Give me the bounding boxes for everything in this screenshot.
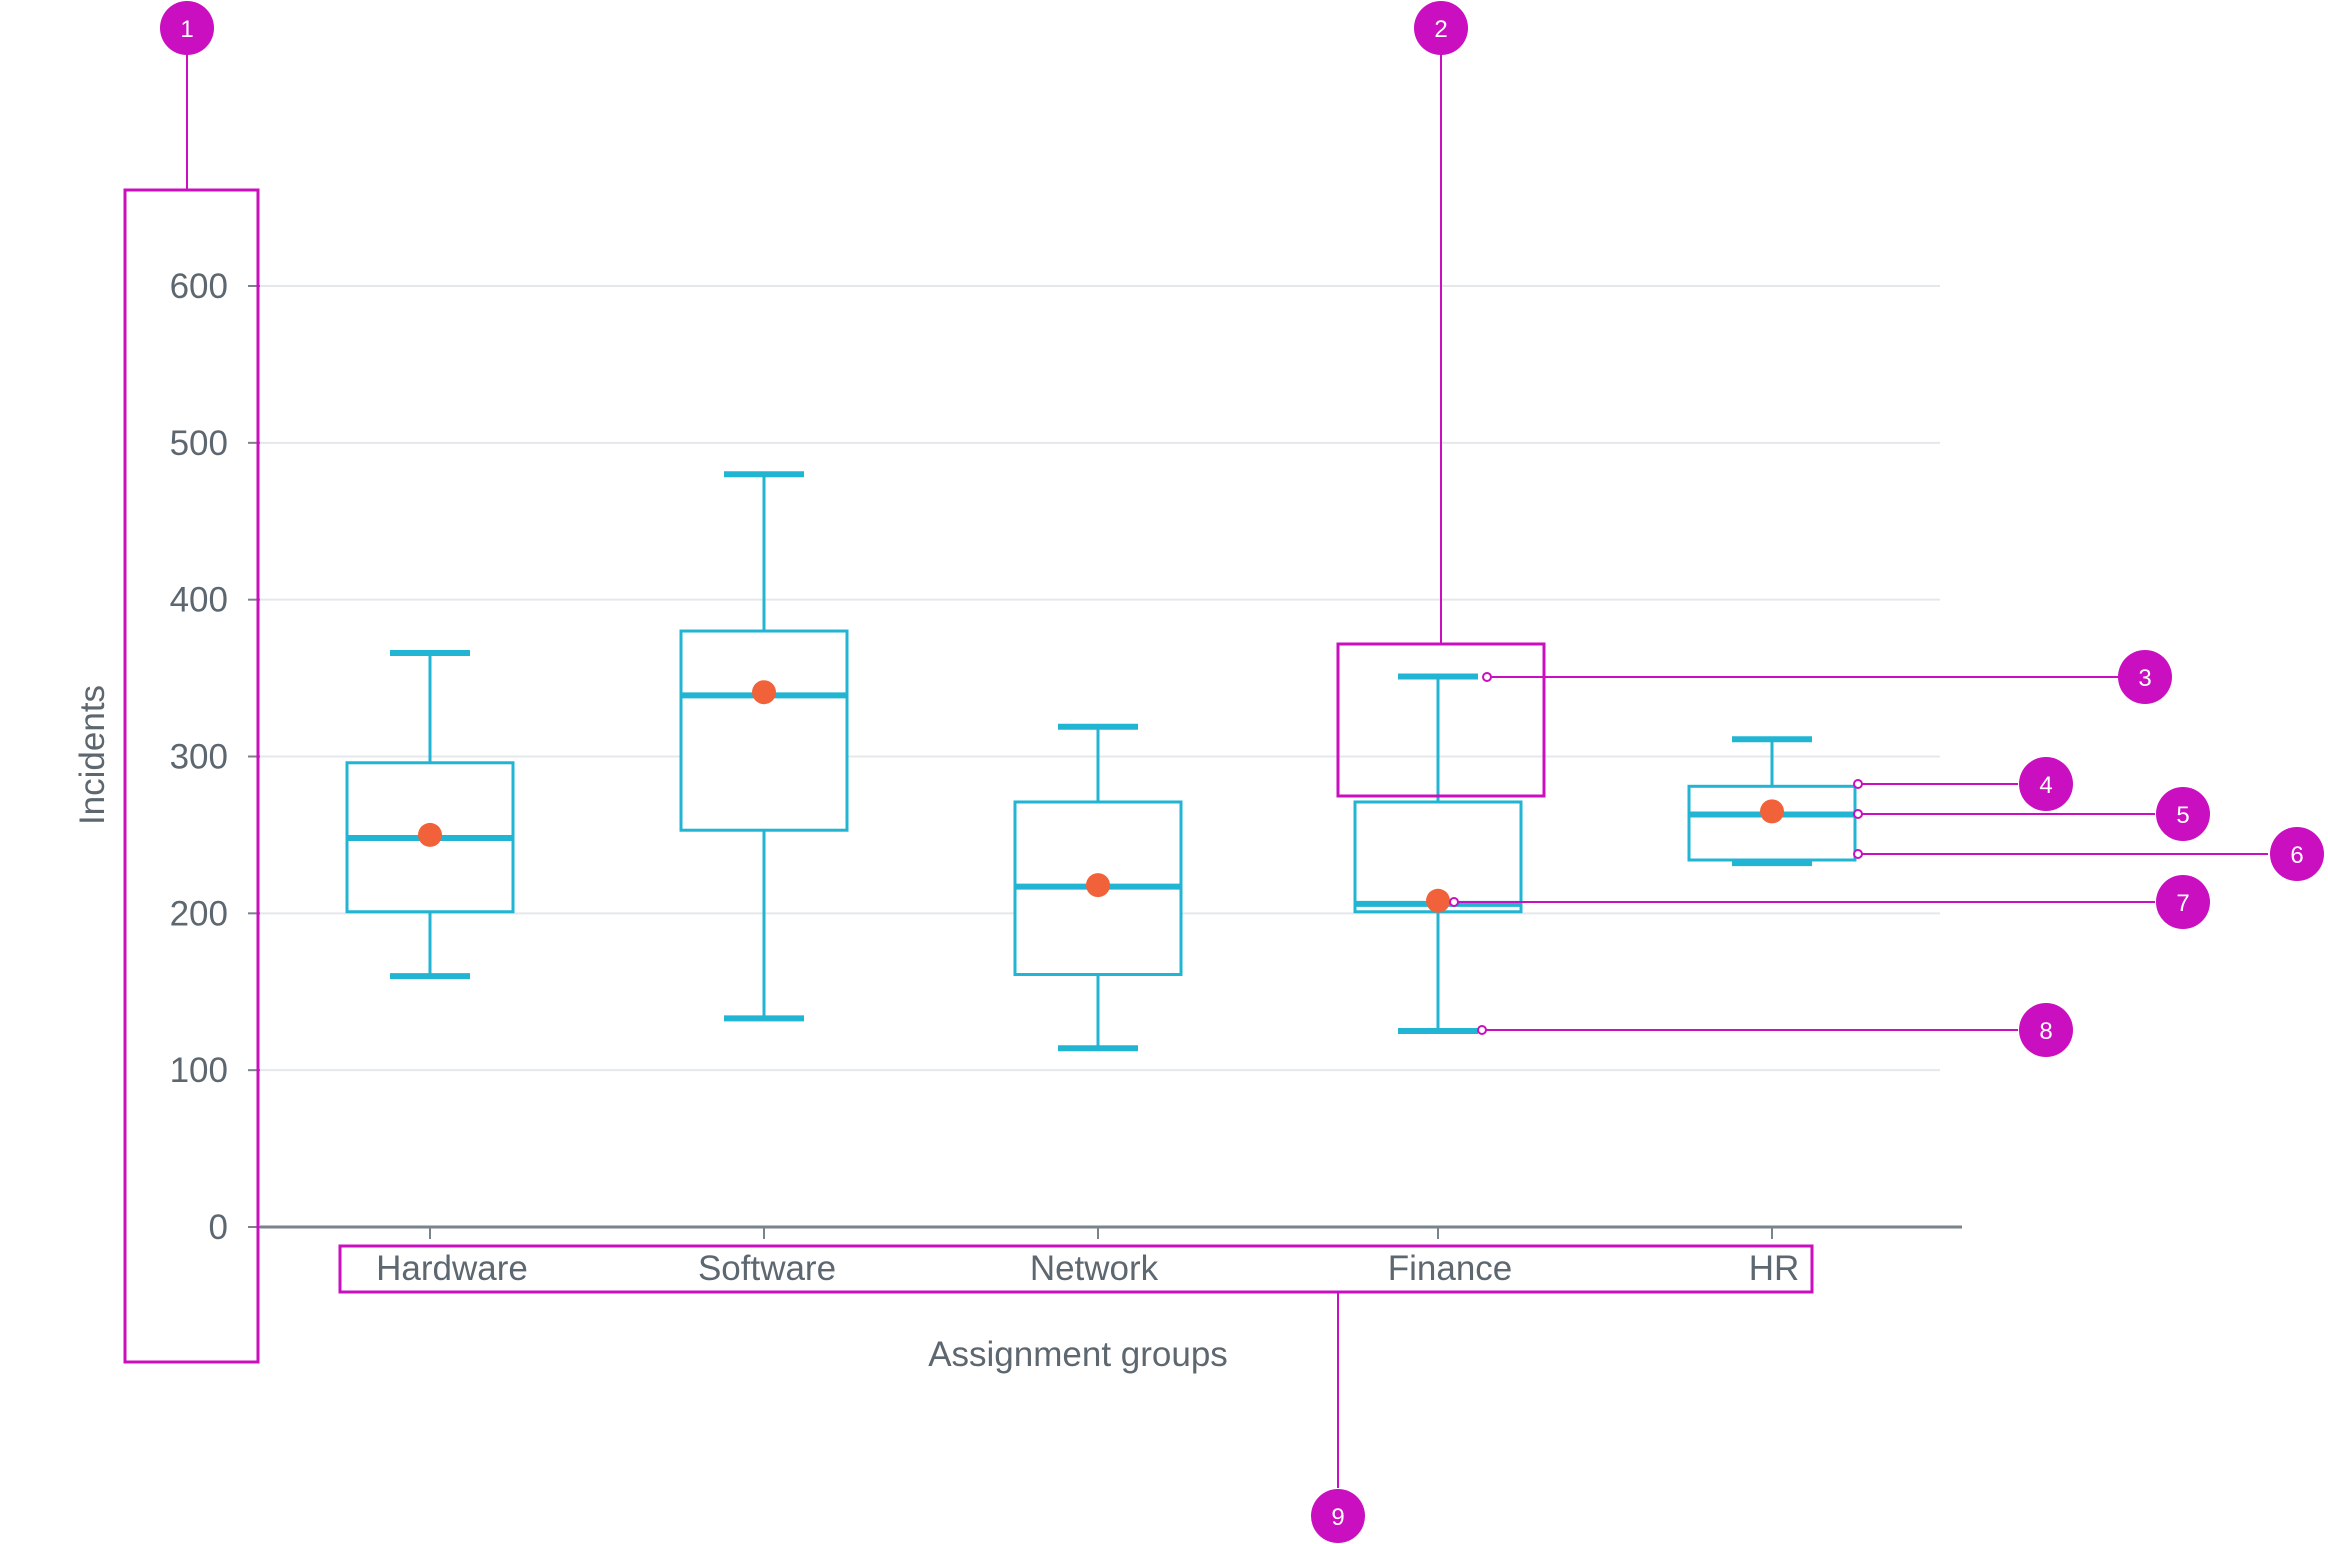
x-axis-labels-highlight — [338, 1244, 1814, 1294]
annotation-overlay — [123, 48, 2268, 1488]
box-network — [1013, 723, 1183, 1052]
y-tick-label: 0 — [209, 1208, 228, 1247]
callout-5-anchor — [1853, 809, 1863, 819]
mean-marker — [1760, 799, 1784, 824]
x-tick-label-finance: Finance — [1388, 1249, 1513, 1288]
box-software — [679, 471, 849, 1022]
callout-8-label: 8 — [2039, 1018, 2052, 1045]
box-hr — [1687, 736, 1857, 867]
callout-5-label: 5 — [2176, 802, 2189, 829]
mean-marker — [1086, 873, 1110, 898]
mean-marker — [1426, 888, 1450, 913]
y-tick-label: 100 — [170, 1051, 228, 1090]
callout-7-label: 7 — [2176, 890, 2189, 917]
mean-marker — [418, 822, 442, 847]
callout-7-anchor — [1449, 897, 1459, 907]
callout-4: 4 — [2019, 757, 2073, 811]
grid-lines — [260, 285, 1940, 1072]
callout-3-anchor — [1482, 672, 1492, 682]
callout-6-anchor — [1853, 849, 1863, 859]
callout-4-label: 4 — [2039, 772, 2052, 799]
callout-markers: 1 2 3 4 5 6 7 8 — [160, 1, 2324, 1543]
x-axis-ticks: Hardware Software Network Finance HR — [376, 1227, 1799, 1288]
callout-3: 3 — [2118, 650, 2172, 704]
y-tick-label: 500 — [170, 424, 228, 463]
y-tick-label: 400 — [170, 581, 228, 620]
whisker-max-highlight — [1336, 642, 1546, 798]
callout-7: 7 — [2156, 875, 2210, 929]
y-tick-label: 300 — [170, 738, 228, 777]
callout-5: 5 — [2156, 787, 2210, 841]
y-axis-title: Incidents — [73, 685, 112, 825]
x-axis-title: Assignment groups — [928, 1335, 1228, 1374]
x-tick-label-network: Network — [1030, 1249, 1159, 1288]
callout-2: 2 — [1414, 1, 1468, 55]
interquartile-box — [679, 629, 849, 832]
callout-1-label: 1 — [180, 16, 193, 43]
mean-marker — [752, 680, 776, 705]
callout-6: 6 — [2270, 827, 2324, 881]
box-hardware — [345, 649, 515, 980]
callout-9-label: 9 — [1331, 1504, 1344, 1531]
callout-8: 8 — [2019, 1003, 2073, 1057]
callout-2-label: 2 — [1434, 16, 1447, 43]
box-series — [345, 471, 1857, 1052]
x-tick-label-hr: HR — [1749, 1249, 1800, 1288]
box-finance — [1353, 673, 1523, 1034]
x-tick-label-hardware: Hardware — [376, 1249, 528, 1288]
callout-6-label: 6 — [2290, 842, 2303, 869]
y-axis-ticks: 0 100 200 300 400 500 600 — [170, 267, 260, 1247]
callout-9: 9 — [1311, 1489, 1365, 1543]
callout-3-label: 3 — [2138, 665, 2151, 692]
callout-1: 1 — [160, 1, 214, 55]
callout-8-anchor — [1477, 1025, 1487, 1035]
y-tick-label: 600 — [170, 267, 228, 306]
x-tick-label-software: Software — [698, 1249, 836, 1288]
callout-4-anchor — [1853, 779, 1863, 789]
y-tick-label: 200 — [170, 894, 228, 933]
y-axis-highlight — [123, 188, 260, 1364]
